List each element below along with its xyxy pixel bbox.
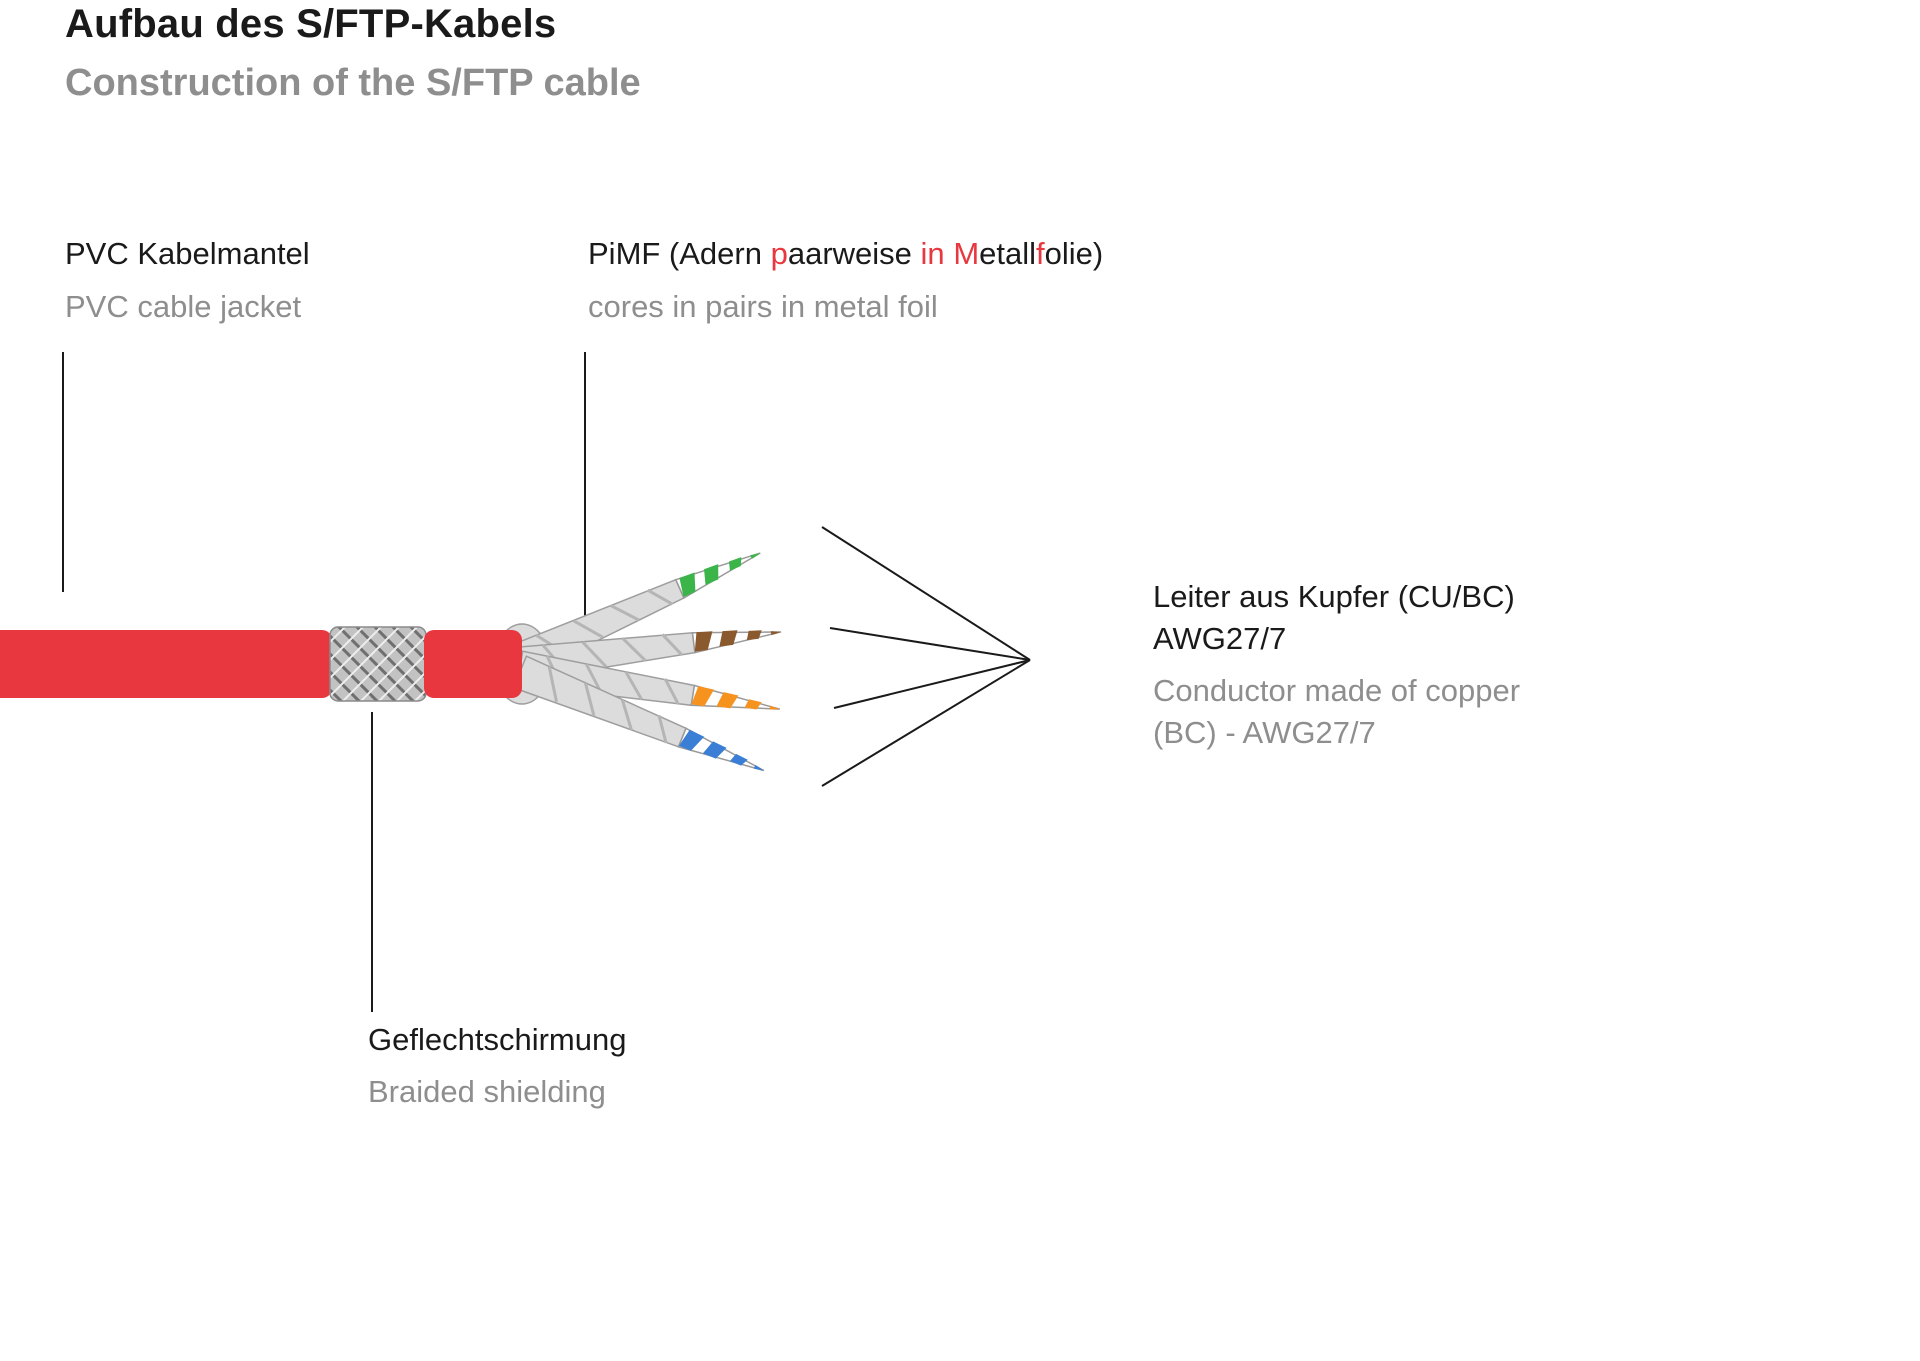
braid-section [329,626,427,702]
conductor-label-en-line1: Conductor made of copper [1153,673,1521,708]
braid-label-en: Braided shielding [368,1074,606,1109]
pimf-label-de: PiMF (Adern paarweise in Metallfolie) [588,236,1104,271]
wire-brown [691,630,782,654]
conductor-label-block: Leiter aus Kupfer (CU/BC) AWG27/7 Conduc… [1153,576,1593,754]
pair-blue [512,655,765,772]
cable-jacket-right [424,630,522,698]
pvc-jacket-label-en: PVC cable jacket [65,289,302,324]
page-subtitle: Construction of the S/FTP cable [65,62,641,104]
pimf-label-en: cores in pairs in metal foil [588,289,938,324]
conductor-label-de-line1: Leiter aus Kupfer (CU/BC) [1153,579,1515,614]
cable-jacket-left [0,630,332,698]
wire-orange [690,684,780,710]
conductor-label-en-line2: (BC) - AWG27/7 [1153,715,1376,750]
wire-green [674,552,761,600]
pair-orange [516,650,780,710]
page-title: Aufbau des S/FTP-Kabels [65,2,557,46]
pvc-jacket-label-de: PVC Kabelmantel [65,236,310,271]
braid-label-de: Geflechtschirmung [368,1022,627,1057]
wire-blue [677,727,765,772]
conductor-pointer-lines [821,526,1031,787]
conductor-label-de-line2: AWG27/7 [1153,621,1287,656]
